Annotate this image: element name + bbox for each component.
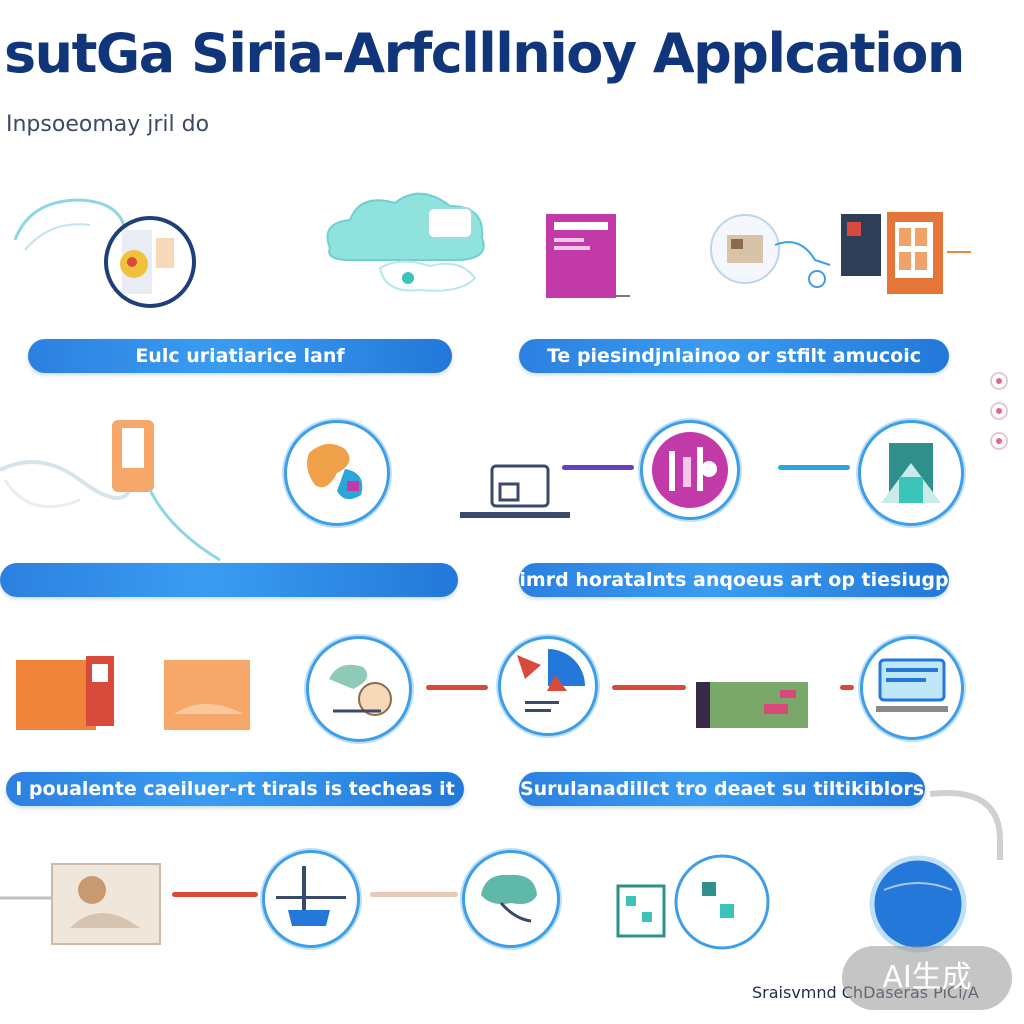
- photo-icon: [0, 858, 165, 948]
- banner-2: Te piesindjnlainoo or stfilt amucoic: [519, 339, 949, 373]
- node-lab-equipment: [640, 420, 740, 520]
- server-room-icon: [705, 205, 835, 295]
- side-dot[interactable]: [990, 372, 1008, 390]
- brain-map-icon: [297, 433, 377, 513]
- node-chart: [498, 636, 598, 736]
- banner-3: [0, 563, 458, 597]
- node-building: [858, 420, 964, 526]
- ai-generated-watermark: AI生成: [842, 946, 1012, 1010]
- connector: [426, 685, 488, 690]
- circuit-icon: [612, 846, 772, 956]
- node-tree: [306, 636, 412, 742]
- node-brain: [462, 850, 560, 948]
- brain-icon: [471, 859, 551, 939]
- connector: [172, 892, 258, 897]
- connector: [612, 685, 686, 690]
- node-monitor: [860, 636, 964, 740]
- door-panel-icon: [835, 208, 975, 300]
- side-dots: [990, 372, 1012, 462]
- microscope-icon: [272, 860, 350, 938]
- connector: [840, 685, 854, 690]
- connector: [562, 465, 634, 470]
- building-icon: [871, 433, 951, 513]
- chart-icon: [507, 645, 589, 727]
- node-brain-map: [284, 420, 390, 526]
- face-recognition-icon: [10, 180, 200, 310]
- banner-6: Surulanadillct tro deaet su tiltikiblors: [519, 772, 925, 806]
- banner-5: I poualente caeiluer-rt tirals is techea…: [6, 772, 464, 806]
- monitor-icon: [870, 646, 954, 730]
- banner-4: imrd horatalnts anqoeus art op tiesiugp: [519, 563, 949, 597]
- glove-icon: [0, 400, 240, 570]
- tree-icon: [319, 649, 399, 729]
- lab-equipment-icon: [649, 429, 731, 511]
- banner-1: Eulc uriatiarice lanf: [28, 339, 452, 373]
- connector: [370, 892, 458, 897]
- page-subtitle: Inpsoeomay jril do: [6, 112, 210, 137]
- document-icon: [540, 210, 635, 302]
- side-dot[interactable]: [990, 432, 1008, 450]
- globe-icon: [860, 780, 1024, 960]
- node-microscope: [262, 850, 360, 948]
- connector: [778, 465, 850, 470]
- side-dot[interactable]: [990, 402, 1008, 420]
- laptop-icon: [458, 462, 573, 524]
- cloud-icon: [310, 178, 500, 298]
- page-title: sutGa Siria-Arfclllnioy Applcation: [4, 22, 965, 85]
- paper-sheet-icon: [14, 654, 254, 736]
- board-icon: [694, 680, 810, 730]
